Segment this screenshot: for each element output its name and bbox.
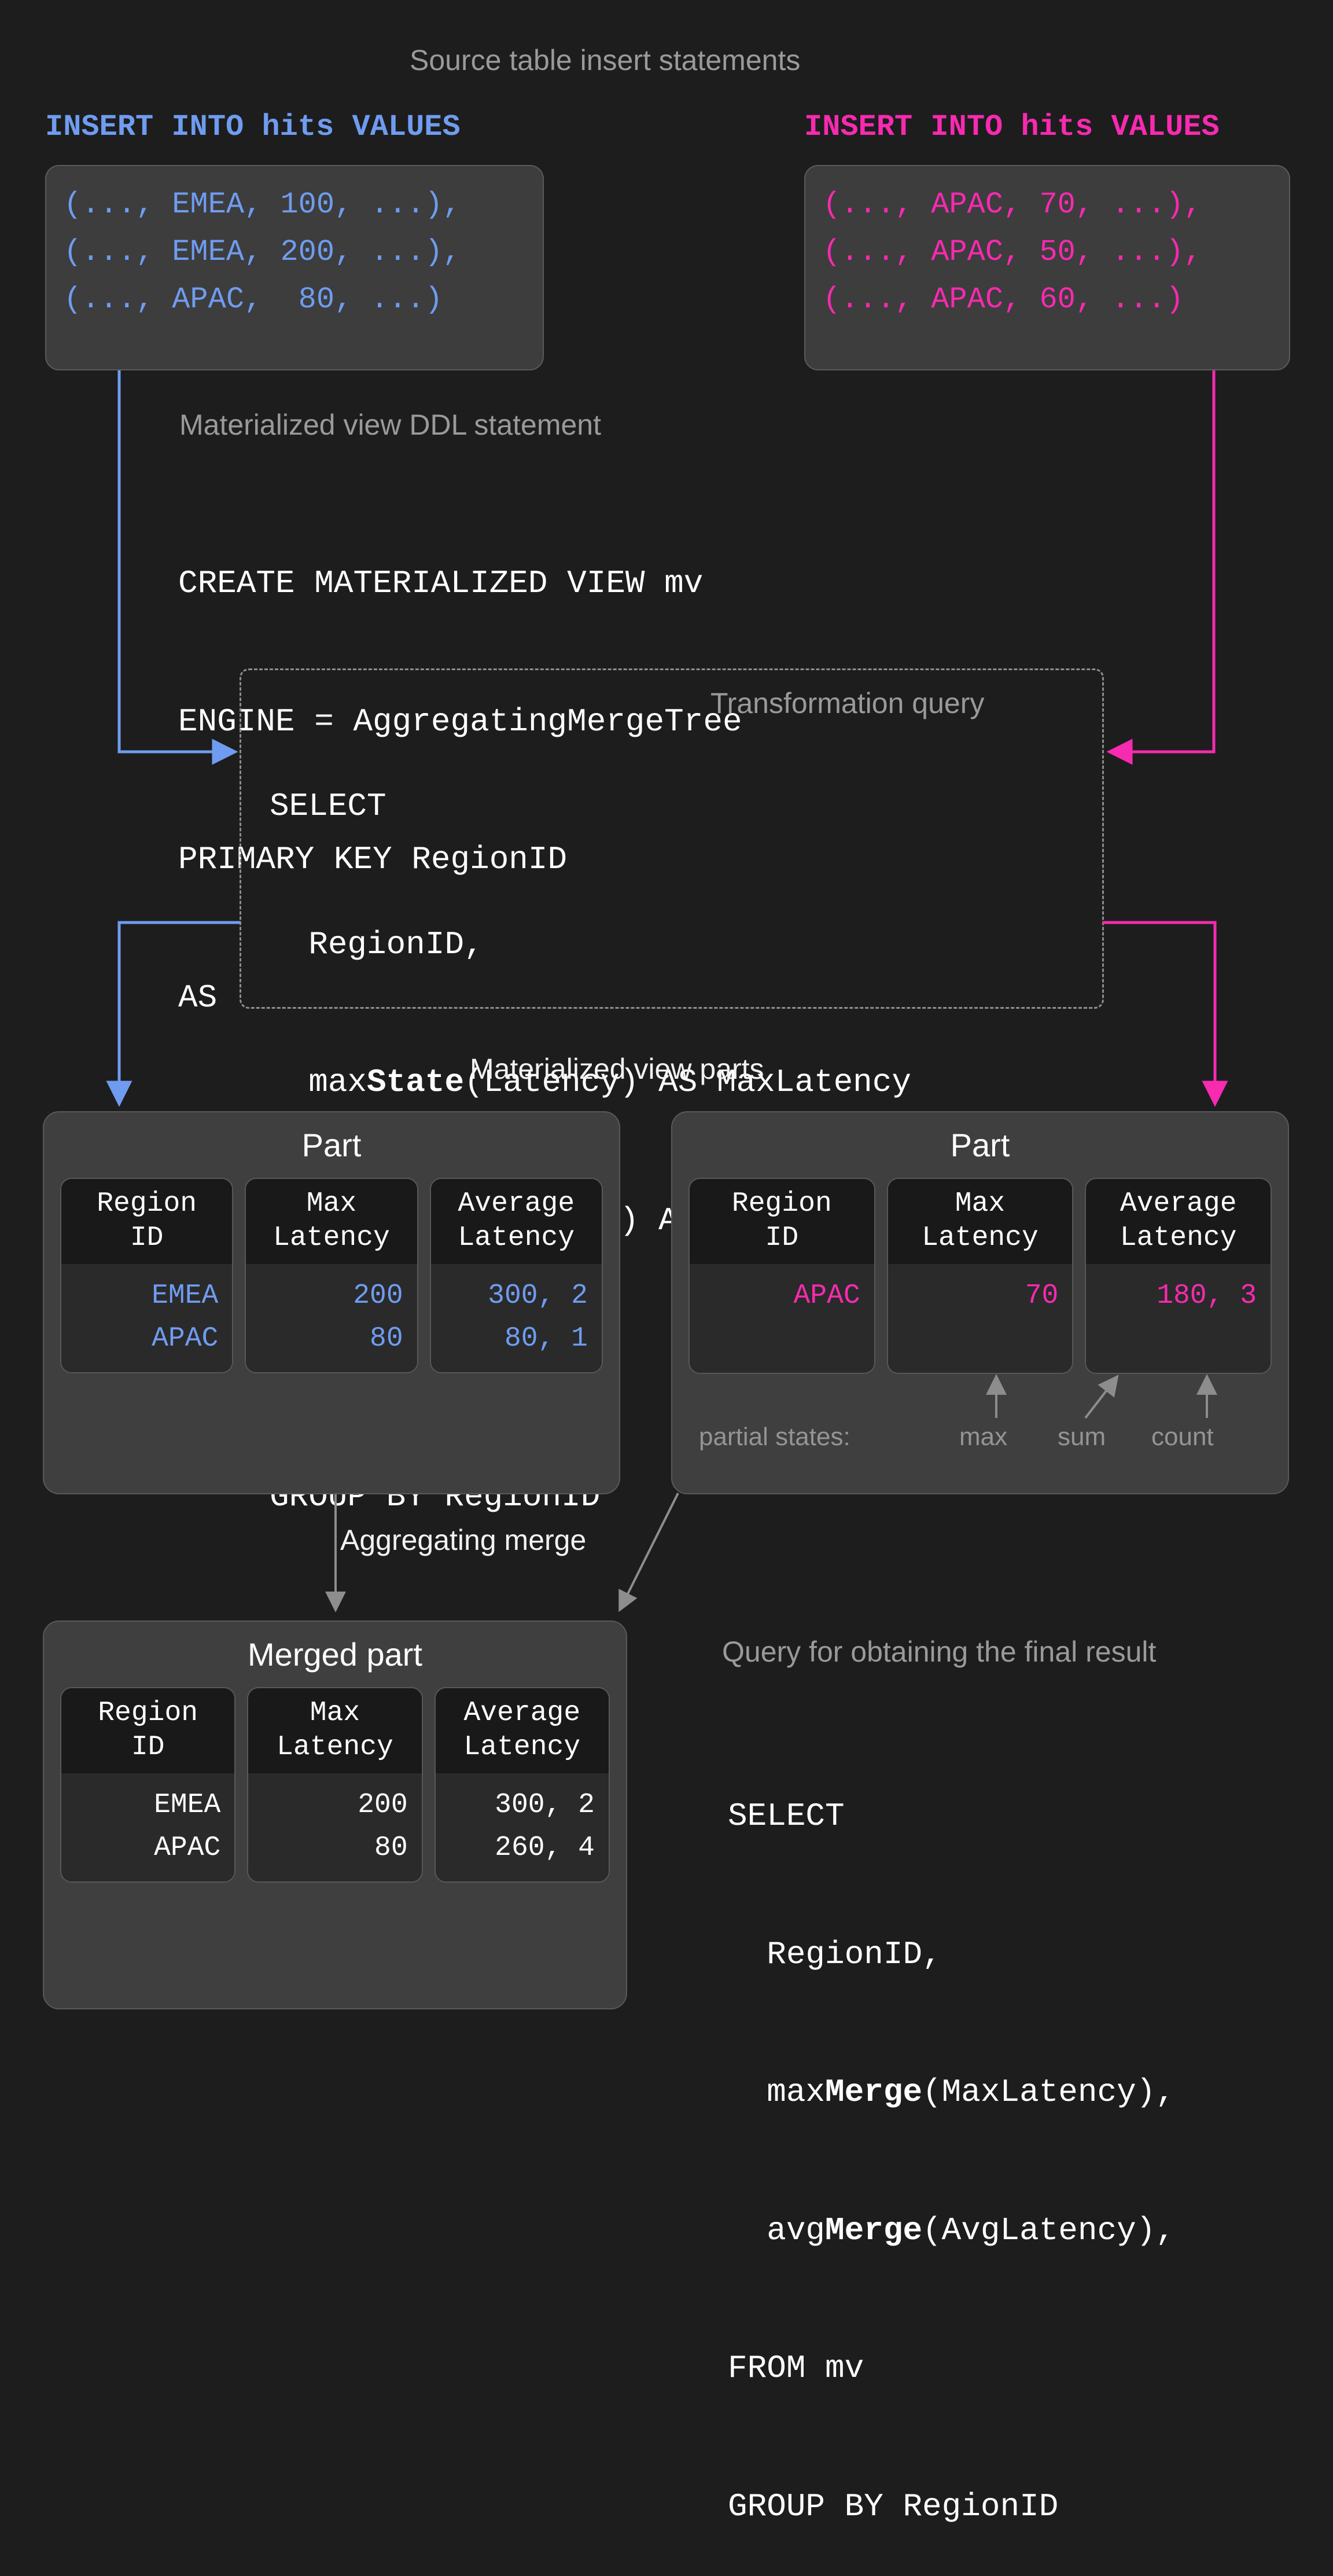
fq-fn-suffix-merge: Merge: [825, 2074, 923, 2111]
table-cell: EMEA: [152, 1280, 219, 1312]
ddl-caption: Materialized view DDL statement: [179, 409, 601, 441]
part-left: Part Region ID EMEA APAC Max Latency 200…: [43, 1111, 620, 1494]
column-header: Average Latency: [430, 1179, 602, 1265]
fq-line: RegionID,: [728, 1935, 942, 1973]
insert-left-box: (..., EMEA, 100, ...), (..., EMEA, 200, …: [45, 165, 544, 370]
insert-right-box: (..., APAC, 70, ...), (..., APAC, 50, ..…: [804, 165, 1290, 370]
insert-right-header: INSERT INTO hits VALUES: [804, 110, 1220, 144]
ddl-line: PRIMARY KEY RegionID: [178, 841, 568, 879]
mv-parts-caption: Materialized view parts: [470, 1053, 764, 1085]
insert-right-row: (..., APAC, 60, ...): [823, 282, 1184, 317]
part-right-column: Region ID APAC: [688, 1178, 875, 1375]
part-left-title: Part: [301, 1127, 362, 1163]
partial-state-count: count: [1151, 1423, 1214, 1451]
insert-left-header: INSERT INTO hits VALUES: [45, 110, 461, 144]
tq-fn-suffix-state: State: [367, 1064, 465, 1101]
fq-fn-prefix: avg: [728, 2211, 826, 2249]
column-header: Max Latency: [246, 1179, 417, 1265]
part-left-column: Average Latency 300, 2 80, 1: [429, 1178, 603, 1373]
insert-right-row: (..., APAC, 50, ...),: [823, 235, 1202, 270]
tq-line: RegionID,: [270, 925, 484, 963]
table-cell: 80, 1: [504, 1323, 588, 1355]
part-right: Part Region ID APAC Max Latency 70 Avera…: [671, 1111, 1289, 1494]
insert-left-row: (..., EMEA, 200, ...),: [64, 235, 461, 270]
tq-fn-args: (Latency) AS MaxLatency: [464, 1064, 911, 1101]
column-header: Max Latency: [248, 1688, 422, 1774]
part-right-title: Part: [950, 1127, 1010, 1163]
insert-right-row: (..., APAC, 70, ...),: [823, 188, 1202, 222]
column-header: Region ID: [690, 1179, 874, 1265]
table-cell: EMEA: [154, 1789, 221, 1821]
column-header: Average Latency: [1086, 1179, 1271, 1265]
table-cell: 80: [374, 1832, 408, 1864]
table-cell: 260, 4: [495, 1832, 595, 1864]
ddl-line: CREATE MATERIALIZED VIEW mv: [178, 565, 704, 602]
merged-part-column: Max Latency 200 80: [247, 1687, 423, 1883]
fq-fn-args: (AvgLatency),: [922, 2211, 1175, 2249]
merged-part-column: Region ID EMEA APAC: [60, 1687, 236, 1883]
partial-state-max: max: [959, 1423, 1008, 1451]
part-right-column: Average Latency 180, 3: [1085, 1178, 1272, 1375]
merged-part: Merged part Region ID EMEA APAC Max Late…: [43, 1620, 627, 2009]
fq-fn-prefix: max: [728, 2074, 826, 2111]
column-header: Max Latency: [888, 1179, 1073, 1265]
merged-part-title: Merged part: [248, 1636, 422, 1673]
column-header: Region ID: [61, 1688, 235, 1774]
table-cell: 200: [358, 1789, 408, 1821]
part-right-column: Max Latency 70: [886, 1178, 1074, 1375]
column-header: Average Latency: [435, 1688, 609, 1774]
arrow-query-to-part-right: [1103, 921, 1228, 1107]
table-cell: APAC: [154, 1832, 221, 1864]
tq-line: maxState(Latency) AS MaxLatency: [270, 1060, 911, 1106]
fq-line: SELECT: [728, 1798, 845, 1835]
table-cell: APAC: [152, 1323, 219, 1355]
fq-line: FROM mv: [728, 2350, 864, 2387]
part-left-column: Max Latency 200 80: [245, 1178, 418, 1373]
tq-line: SELECT: [270, 788, 386, 825]
table-cell: 70: [1025, 1280, 1059, 1312]
table-cell: 180, 3: [1157, 1280, 1257, 1312]
source-inserts-caption: Source table insert statements: [410, 44, 801, 76]
transformation-query-box: [240, 668, 1104, 1009]
final-query-caption: Query for obtaining the final result: [722, 1636, 1157, 1668]
table-cell: APAC: [793, 1280, 860, 1312]
table-cell: 80: [370, 1323, 403, 1355]
partial-state-sum: sum: [1058, 1423, 1106, 1451]
insert-left-row: (..., EMEA, 100, ...),: [64, 188, 461, 222]
partial-states-label: partial states:: [699, 1423, 850, 1451]
tq-fn-prefix: max: [270, 1064, 367, 1101]
fq-line: avgMerge(AvgLatency),: [728, 2208, 1175, 2254]
fq-line: maxMerge(MaxLatency),: [728, 2070, 1175, 2116]
table-cell: 200: [353, 1280, 403, 1312]
merged-part-column: Average Latency 300, 2 260, 4: [434, 1687, 610, 1883]
fq-fn-args: (MaxLatency),: [922, 2074, 1175, 2111]
part-left-column: Region ID EMEA APAC: [60, 1178, 234, 1373]
table-cell: 300, 2: [488, 1280, 588, 1312]
column-header: Region ID: [61, 1179, 233, 1265]
table-cell: 300, 2: [495, 1789, 595, 1821]
final-query: SELECT RegionID, maxMerge(MaxLatency), a…: [728, 1702, 1175, 2576]
transformation-query-caption: Transformation query: [710, 687, 985, 719]
fq-fn-suffix-merge: Merge: [825, 2211, 923, 2249]
aggregating-merge-caption: Aggregating merge: [340, 1524, 587, 1556]
insert-left-row: (..., APAC, 80, ...): [64, 282, 443, 317]
fq-line: GROUP BY RegionID: [728, 2487, 1059, 2525]
arrow-insert-right-to-query: [1106, 370, 1216, 765]
